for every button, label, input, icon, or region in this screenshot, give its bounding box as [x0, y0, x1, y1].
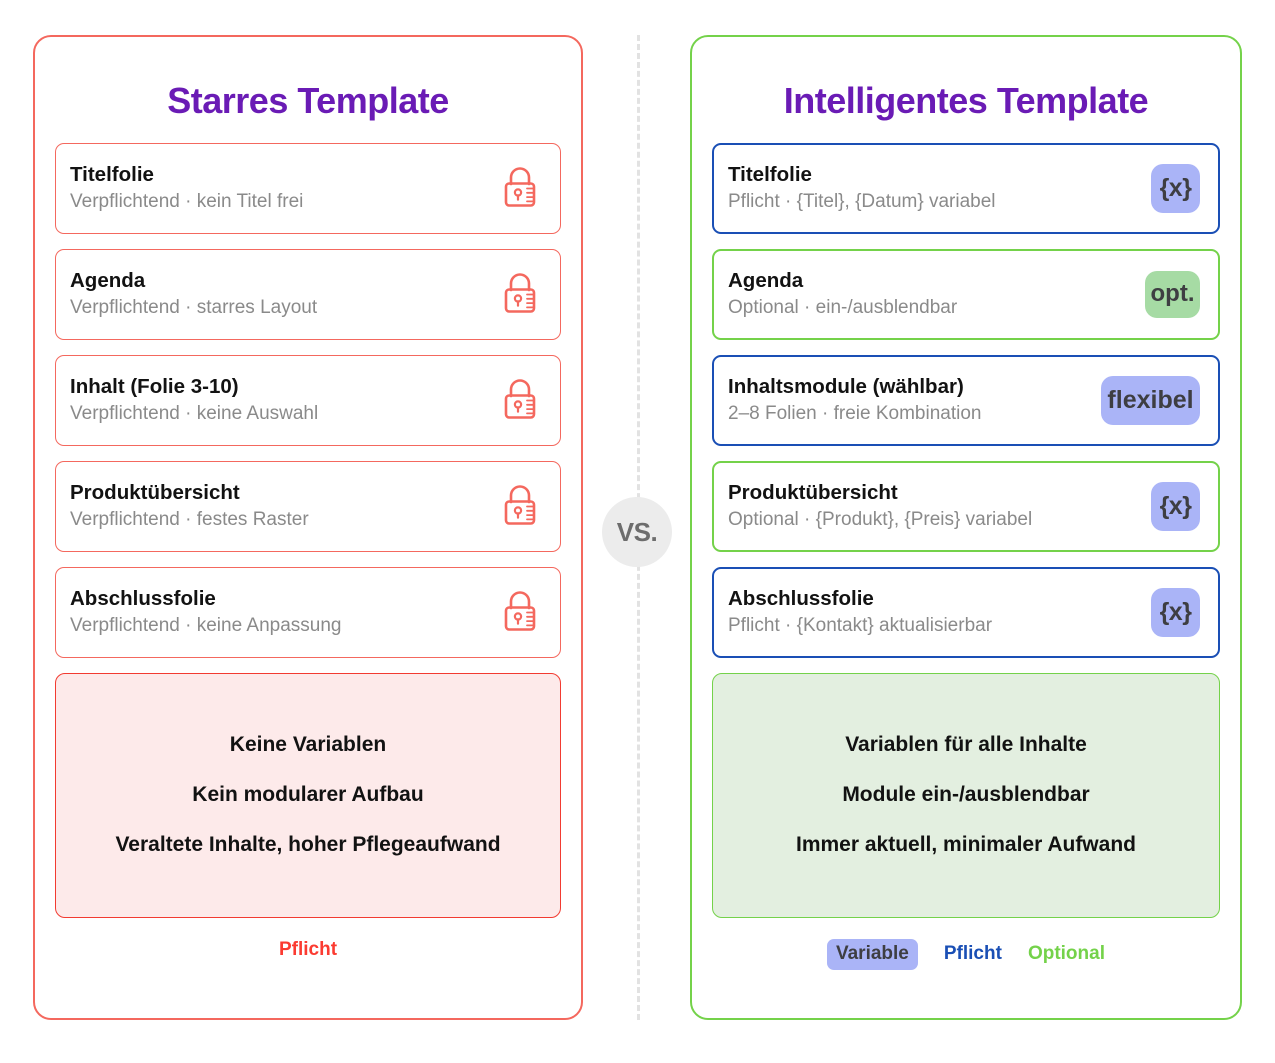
row-text: Inhaltsmodule (wählbar) 2–8 Folien · fre…: [728, 374, 1091, 426]
panel-starres-template: Starres Template Titelfolie Verpflichten…: [33, 35, 583, 1020]
row-title: Titelfolie: [70, 162, 154, 186]
vs-badge: VS.: [602, 497, 672, 567]
row-subtitle: Verpflichtend · starres Layout: [70, 296, 318, 318]
flexible-badge: flexibel: [1101, 375, 1200, 425]
row-title: Produktübersicht: [728, 480, 898, 504]
row-title: Abschlussfolie: [728, 586, 874, 610]
row-text: Produktübersicht Optional · {Produkt}, {…: [728, 480, 1141, 532]
list-item[interactable]: Produktübersicht Optional · {Produkt}, {…: [712, 460, 1220, 552]
row-title: Produktübersicht: [70, 480, 240, 504]
row-text: Titelfolie Pflicht · {Titel}, {Datum} va…: [728, 162, 1141, 214]
legend-item-pflicht: Pflicht: [943, 943, 1002, 965]
summary-line: Immer aktuell, minimaler Aufwand: [796, 833, 1136, 857]
list-item[interactable]: Titelfolie Pflicht · {Titel}, {Datum} va…: [712, 142, 1220, 234]
summary-line: Keine Variablen: [229, 733, 387, 757]
lock-icon: [504, 485, 536, 525]
row-text: Abschlussfolie Pflicht · {Kontakt} aktua…: [728, 586, 1141, 638]
panel-intelligentes-template: Intelligentes Template Titelfolie Pflich…: [690, 35, 1242, 1020]
row-text: Produktübersicht Verpflichtend · festes …: [70, 480, 488, 532]
lock-icon: [504, 379, 536, 419]
right-summary-box: Variablen für alle Inhalte Module ein-/a…: [712, 672, 1220, 918]
row-subtitle: Verpflichtend · keine Auswahl: [70, 402, 319, 424]
row-title: Inhalt (Folie 3-10): [70, 374, 239, 398]
row-subtitle: Verpflichtend · kein Titel frei: [70, 190, 304, 212]
list-item[interactable]: Inhaltsmodule (wählbar) 2–8 Folien · fre…: [712, 354, 1220, 446]
list-item[interactable]: Inhalt (Folie 3-10) Verpflichtend · kein…: [55, 354, 561, 446]
summary-line: Kein modularer Aufbau: [192, 783, 424, 807]
panel-left-title: Starres Template: [167, 80, 449, 121]
list-item[interactable]: Titelfolie Verpflichtend · kein Titel fr…: [55, 142, 561, 234]
row-text: Titelfolie Verpflichtend · kein Titel fr…: [70, 162, 488, 214]
optional-badge: opt.: [1145, 270, 1200, 318]
row-title: Abschlussfolie: [70, 586, 216, 610]
list-item[interactable]: Agenda Optional · ein-/ausblendbar opt.: [712, 248, 1220, 340]
row-text: Agenda Verpflichtend · starres Layout: [70, 268, 488, 320]
row-title: Agenda: [70, 268, 146, 292]
row-title: Inhaltsmodule (wählbar): [728, 374, 964, 398]
legend-item-variable: Variable: [826, 938, 918, 970]
row-title: Agenda: [728, 268, 804, 292]
row-subtitle: Pflicht · {Titel}, {Datum} variabel: [728, 190, 996, 212]
legend-item-pflicht: Pflicht: [278, 938, 338, 960]
list-item[interactable]: Agenda Verpflichtend · starres Layout: [55, 248, 561, 340]
row-subtitle: Pflicht · {Kontakt} aktualisierbar: [728, 614, 993, 636]
row-text: Abschlussfolie Verpflichtend · keine Anp…: [70, 586, 488, 638]
left-summary-box: Keine Variablen Kein modularer Aufbau Ve…: [55, 672, 561, 918]
right-legend: Variable Pflicht Optional: [712, 938, 1220, 970]
list-item[interactable]: Abschlussfolie Pflicht · {Kontakt} aktua…: [712, 566, 1220, 658]
row-subtitle: Optional · {Produkt}, {Preis} variabel: [728, 508, 1033, 530]
row-subtitle: Verpflichtend · keine Anpassung: [70, 614, 342, 636]
variable-badge: {x}: [1151, 587, 1200, 637]
variable-badge: {x}: [1151, 163, 1200, 213]
row-subtitle: Optional · ein-/ausblendbar: [728, 296, 958, 318]
list-item[interactable]: Abschlussfolie Verpflichtend · keine Anp…: [55, 566, 561, 658]
left-legend: Pflicht: [55, 939, 561, 961]
list-item[interactable]: Produktübersicht Verpflichtend · festes …: [55, 460, 561, 552]
row-title: Titelfolie: [728, 162, 812, 186]
variable-badge: {x}: [1151, 481, 1200, 531]
right-rows-list: Titelfolie Pflicht · {Titel}, {Datum} va…: [712, 142, 1220, 658]
row-subtitle: 2–8 Folien · freie Kombination: [728, 402, 982, 424]
lock-icon: [504, 167, 536, 207]
row-text: Agenda Optional · ein-/ausblendbar: [728, 268, 1135, 320]
lock-icon: [504, 273, 536, 313]
panel-right-title: Intelligentes Template: [783, 80, 1149, 121]
row-subtitle: Verpflichtend · festes Raster: [70, 508, 309, 530]
summary-line: Module ein-/ausblendbar: [842, 783, 1090, 807]
legend-item-optional: Optional: [1027, 943, 1105, 965]
summary-line: Veraltete Inhalte, hoher Pflegeaufwand: [115, 833, 501, 857]
summary-line: Variablen für alle Inhalte: [845, 733, 1087, 757]
left-rows-list: Titelfolie Verpflichtend · kein Titel fr…: [55, 142, 561, 658]
row-text: Inhalt (Folie 3-10) Verpflichtend · kein…: [70, 374, 488, 426]
lock-icon: [504, 591, 536, 631]
